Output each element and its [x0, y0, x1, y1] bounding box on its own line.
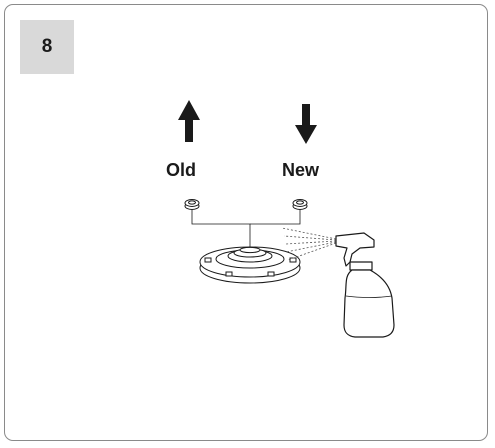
step-number: 8 [41, 36, 53, 57]
spray-bottle-icon [335, 232, 395, 338]
instruction-card: 8 [4, 4, 488, 441]
step-number-box: 8 [20, 20, 74, 74]
arrow-down-icon [295, 104, 317, 144]
leader-lines [191, 210, 301, 248]
arrow-up-icon [178, 100, 200, 142]
spray-mist [281, 227, 337, 261]
old-seal-part [184, 199, 200, 210]
new-seal-part [292, 199, 308, 210]
flange-part [199, 246, 301, 284]
old-label: Old [166, 160, 196, 180]
new-label: New [282, 160, 320, 180]
